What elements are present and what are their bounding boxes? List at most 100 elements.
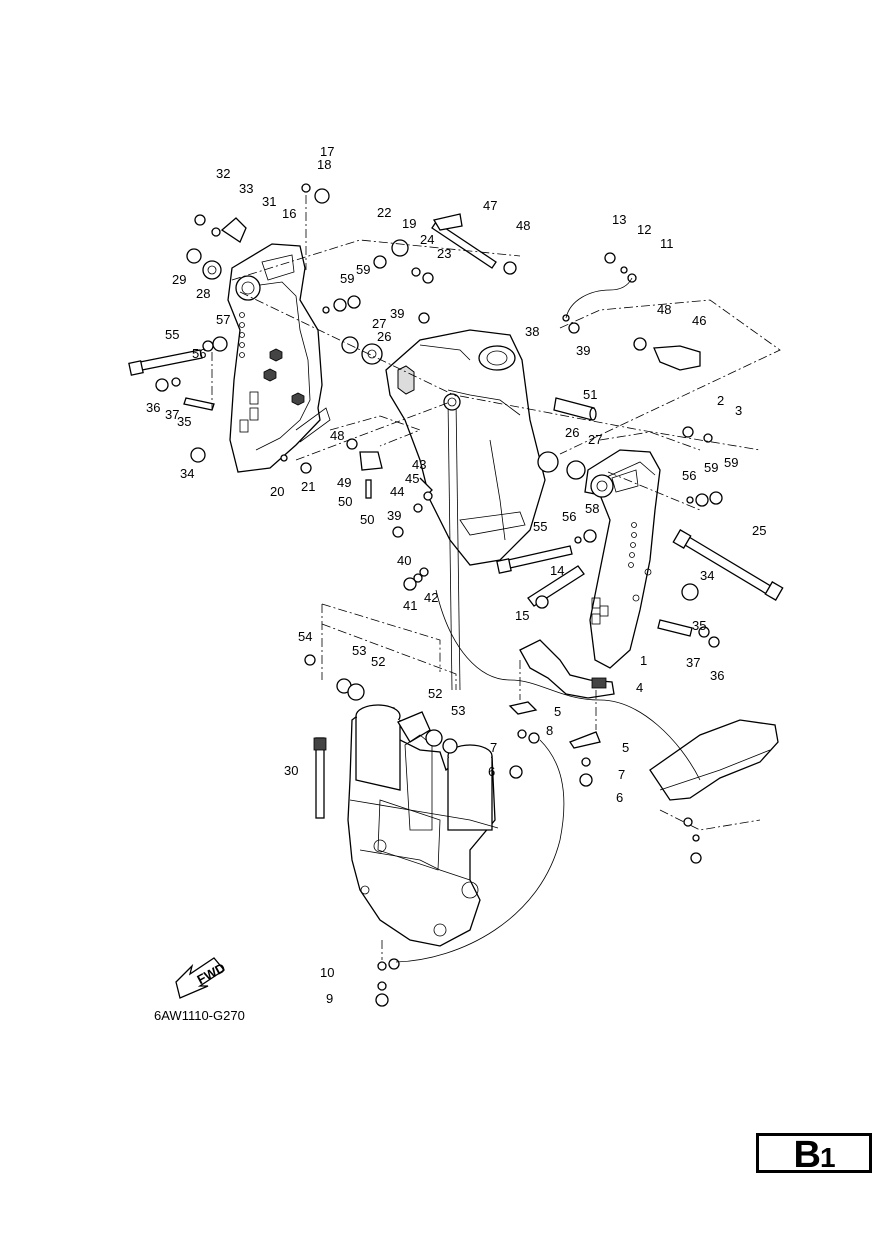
callout-49: 49	[337, 475, 351, 490]
callout-36: 36	[710, 668, 724, 683]
left-clamp-bracket	[227, 243, 331, 473]
callout-32: 32	[216, 166, 230, 181]
callout-18: 18	[317, 157, 331, 172]
leads	[395, 277, 701, 963]
callout-52: 52	[428, 686, 442, 701]
callout-50: 50	[360, 512, 374, 527]
callout-52: 52	[371, 654, 385, 669]
callout-21: 21	[301, 479, 315, 494]
callout-45: 45	[405, 471, 419, 486]
callout-22: 22	[377, 205, 391, 220]
callout-55: 55	[165, 327, 179, 342]
callout-28: 28	[196, 286, 210, 301]
callout-26: 26	[565, 425, 579, 440]
fwd-label: FWD	[194, 960, 227, 987]
callout-6: 6	[488, 764, 495, 779]
callout-56: 56	[682, 468, 696, 483]
callout-58: 58	[585, 501, 599, 516]
callout-53: 53	[451, 703, 465, 718]
callout-48: 48	[516, 218, 530, 233]
callout-34: 34	[180, 466, 194, 481]
callout-10: 10	[320, 965, 334, 980]
callout-48: 48	[657, 302, 671, 317]
lower-unit-outline	[649, 719, 779, 831]
callout-59: 59	[356, 262, 370, 277]
section-letter: B	[793, 1134, 820, 1176]
callout-27: 27	[588, 432, 602, 447]
callout-15: 15	[515, 608, 529, 623]
section-number: 1	[819, 1142, 836, 1173]
callout-25: 25	[752, 523, 766, 538]
callout-26: 26	[377, 329, 391, 344]
callout-39: 39	[387, 508, 401, 523]
bolts	[128, 213, 597, 574]
callout-31: 31	[262, 194, 276, 209]
callout-46: 46	[692, 313, 706, 328]
callout-59: 59	[704, 460, 718, 475]
callout-2: 2	[717, 393, 724, 408]
callout-30: 30	[284, 763, 298, 778]
diagram-code: 6AW1110-G270	[154, 1008, 245, 1023]
callout-39: 39	[576, 343, 590, 358]
relation-lines	[211, 195, 781, 960]
callout-53: 53	[352, 643, 366, 658]
callout-5: 5	[554, 704, 561, 719]
callout-13: 13	[612, 212, 626, 227]
callout-35: 35	[692, 618, 706, 633]
callout-23: 23	[437, 246, 451, 261]
callout-12: 12	[637, 222, 651, 237]
tilt-stay-rod	[443, 393, 461, 691]
callout-20: 20	[270, 484, 284, 499]
callout-41: 41	[403, 598, 417, 613]
callout-56: 56	[562, 509, 576, 524]
callout-5: 5	[622, 740, 629, 755]
callout-29: 29	[172, 272, 186, 287]
callout-4: 4	[636, 680, 643, 695]
callout-6: 6	[616, 790, 623, 805]
callout-9: 9	[326, 991, 333, 1006]
section-label: B1	[759, 1134, 869, 1179]
callout-56: 56	[192, 346, 206, 361]
callout-16: 16	[282, 206, 296, 221]
callout-59: 59	[340, 271, 354, 286]
shaft-25	[672, 529, 784, 601]
callout-37: 37	[686, 655, 700, 670]
callout-59: 59	[724, 455, 738, 470]
callout-51: 51	[583, 387, 597, 402]
callout-55: 55	[533, 519, 547, 534]
callout-40: 40	[397, 553, 411, 568]
callout-37: 37	[165, 407, 179, 422]
fwd-direction-arrow: FWD	[175, 957, 228, 999]
callout-39: 39	[390, 306, 404, 321]
right-clamp-bracket	[584, 449, 661, 669]
callout-3: 3	[735, 403, 742, 418]
callout-50: 50	[338, 494, 352, 509]
callout-47: 47	[483, 198, 497, 213]
callout-17: 17	[320, 144, 334, 159]
callout-38: 38	[525, 324, 539, 339]
swivel-bracket	[385, 329, 546, 566]
section-tag: B1	[756, 1133, 872, 1176]
callout-36: 36	[146, 400, 160, 415]
callout-14: 14	[550, 563, 564, 578]
callout-11: 11	[660, 236, 674, 251]
callout-35: 35	[177, 414, 191, 429]
callout-24: 24	[420, 232, 434, 247]
callout-43: 43	[412, 457, 426, 472]
callout-42: 42	[424, 590, 438, 605]
callout-44: 44	[390, 484, 404, 499]
mount-bracket	[519, 639, 615, 699]
callout-27: 27	[372, 316, 386, 331]
callout-57: 57	[216, 312, 230, 327]
callout-1: 1	[640, 653, 647, 668]
callout-48: 48	[330, 428, 344, 443]
callout-7: 7	[490, 740, 497, 755]
callout-7: 7	[618, 767, 625, 782]
callout-8: 8	[546, 723, 553, 738]
callout-34: 34	[700, 568, 714, 583]
callout-33: 33	[239, 181, 253, 196]
callout-19: 19	[402, 216, 416, 231]
callout-54: 54	[298, 629, 312, 644]
